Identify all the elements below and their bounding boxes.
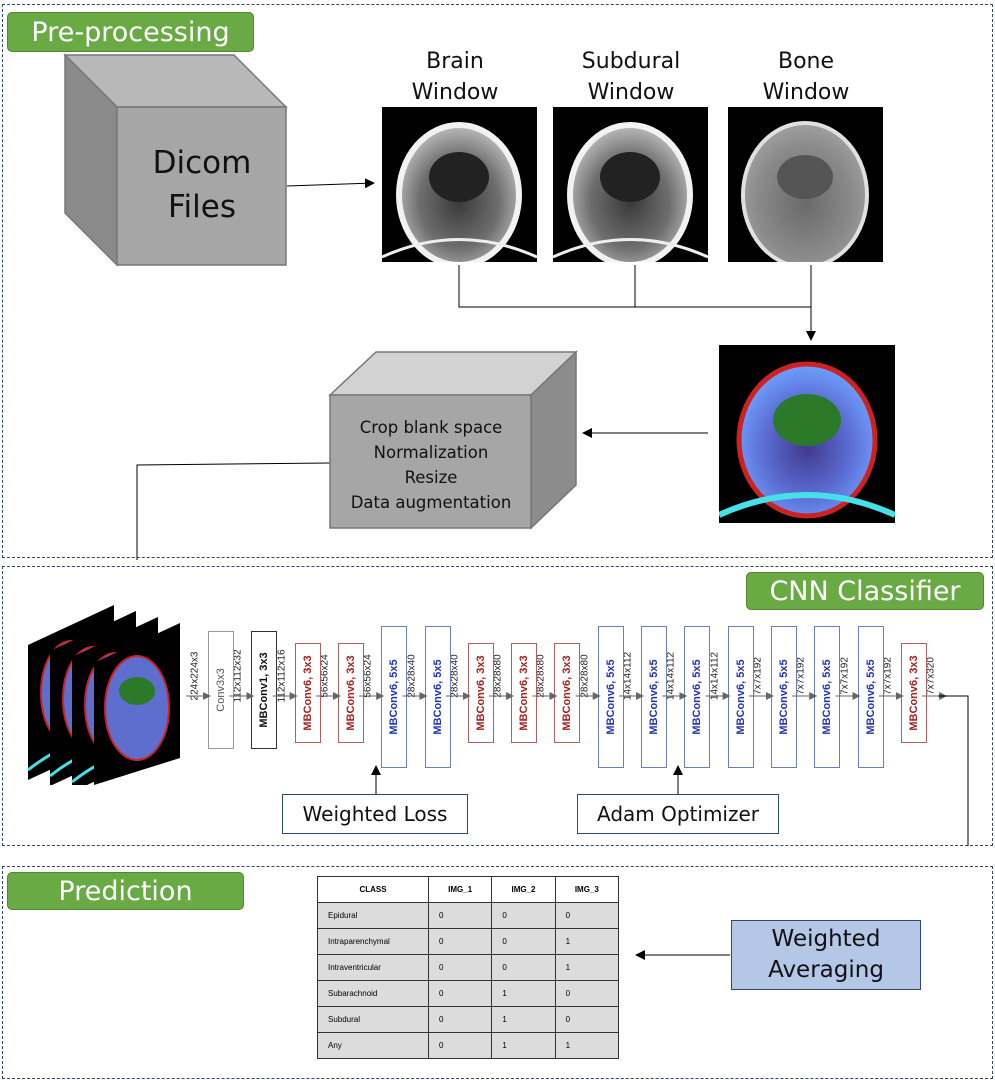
network-layer: Conv3x3 <box>208 631 234 749</box>
bone-window-label: Bone Window <box>730 46 882 108</box>
input-slice-stack <box>27 605 180 785</box>
cell: 0 <box>491 902 556 929</box>
network-layer: MBConv6, 3x3 <box>294 643 321 743</box>
preprocessing-tag: Pre-processing <box>7 12 254 52</box>
adam-optimizer-box: Adam Optimizer <box>577 794 779 834</box>
subdural-window-label: Subdural Window <box>555 46 707 108</box>
dicom-line2: Files <box>167 189 237 225</box>
cell: 1 <box>491 1006 556 1033</box>
cell: Intraventricular <box>317 954 429 981</box>
cell: 1 <box>554 1032 620 1059</box>
avg-line2: Averaging <box>768 957 884 983</box>
cell: 0 <box>427 980 493 1007</box>
cell: 0 <box>427 902 493 929</box>
cnn-panel <box>2 566 993 846</box>
cell: 0 <box>427 1006 493 1033</box>
weighted-loss-box: Weighted Loss <box>282 794 468 834</box>
network-arrows <box>186 692 969 846</box>
cell: Epidural <box>317 902 429 929</box>
weighted-averaging-box: Weighted Averaging <box>731 920 921 990</box>
subdural-window-line1: Subdural <box>581 49 681 74</box>
cell: 1 <box>554 954 620 981</box>
cell: Subdural <box>317 1006 429 1033</box>
cell: 0 <box>491 954 556 981</box>
averaging-arrow <box>635 950 730 960</box>
network-layer: MBConv6, 5x5 <box>857 626 884 768</box>
brain-window-image <box>382 107 537 262</box>
cell: 0 <box>491 928 556 955</box>
prediction-panel <box>2 866 993 1079</box>
preprocessing-panel <box>2 4 993 558</box>
cell: 0 <box>554 902 620 929</box>
cell: 1 <box>491 980 556 1007</box>
brain-window-line2: Window <box>411 80 499 105</box>
dicom-label: Dicom Files <box>117 140 287 230</box>
step-normalization: Normalization <box>373 443 489 462</box>
network-layer: MBConv6, 5x5 <box>684 626 711 768</box>
network-layer: MBConv1, 3x3 <box>251 631 278 749</box>
brain-window-label: Brain Window <box>380 46 530 108</box>
step-augmentation: Data augmentation <box>350 493 512 512</box>
avg-line1: Weighted <box>771 926 881 952</box>
cell: 0 <box>427 954 493 981</box>
cell: Subarachnoid <box>317 980 429 1007</box>
table-header-row: CLASS IMG_1 IMG_2 IMG_3 <box>317 876 620 903</box>
step-crop: Crop blank space <box>359 418 503 437</box>
header-img1: IMG_1 <box>427 876 493 903</box>
cell: 0 <box>554 1006 620 1033</box>
prediction-tag: Prediction <box>7 872 244 910</box>
bone-window-image <box>728 107 883 262</box>
combined-window-image <box>719 345 895 523</box>
processing-cube <box>328 350 578 530</box>
cell: 0 <box>554 980 620 1007</box>
dicom-line1: Dicom <box>152 145 252 181</box>
cell: 0 <box>427 1032 493 1059</box>
bone-window-line2: Window <box>762 80 850 105</box>
header-class: CLASS <box>317 876 429 903</box>
bone-window-line1: Bone <box>777 49 835 74</box>
network-layer: MBConv6, 3x3 <box>900 643 927 743</box>
subdural-window-line2: Window <box>587 80 675 105</box>
brain-window-line1: Brain <box>426 49 484 74</box>
cell: 1 <box>554 928 620 955</box>
cell: 1 <box>491 1032 556 1059</box>
cell: Intraparenchymal <box>317 928 429 955</box>
cnn-tag: CNN Classifier <box>746 572 984 610</box>
step-resize: Resize <box>404 468 458 487</box>
subdural-window-image <box>553 107 708 262</box>
processing-steps: Crop blank space Normalization Resize Da… <box>330 410 532 520</box>
dicom-cube <box>63 53 288 267</box>
cell: 0 <box>427 928 493 955</box>
header-img2: IMG_2 <box>491 876 556 903</box>
cell: Any <box>317 1032 429 1059</box>
preprocessing-connectors <box>136 178 816 560</box>
header-img3: IMG_3 <box>554 876 620 903</box>
